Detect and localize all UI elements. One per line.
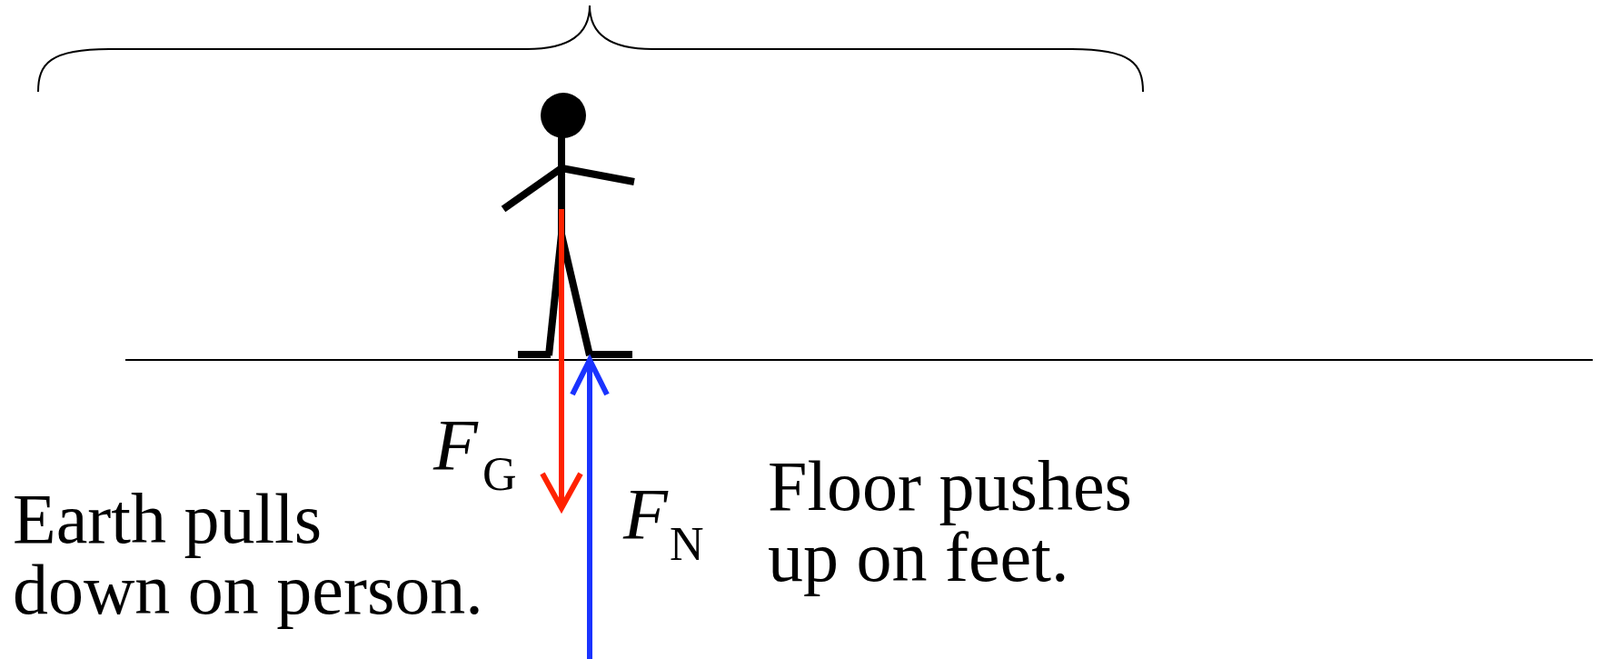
brace: [38, 5, 1143, 92]
force-subscript: N: [669, 520, 705, 568]
force-symbol: F: [433, 408, 478, 482]
floor-line: [125, 358, 1593, 361]
normal-force-arrow: [572, 359, 607, 659]
stick-figure: [503, 92, 635, 356]
force-subscript: G: [482, 450, 517, 498]
caption-note: Floor pushes up on feet.: [767, 450, 1204, 593]
force-symbol: F: [623, 477, 668, 551]
caption-note: Earth pulls down on person.: [12, 483, 486, 626]
gravity-arrow: [542, 208, 581, 508]
